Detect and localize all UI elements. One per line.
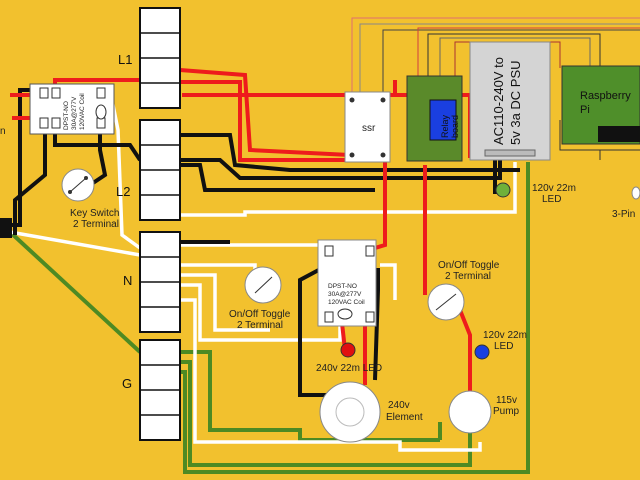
pump-label-2: Pump xyxy=(493,406,520,417)
pi-label-2: Pi xyxy=(580,104,590,116)
led-blue: 120v 22m LED xyxy=(474,330,527,360)
contactor-mid-line2: 30A@277V xyxy=(328,291,362,298)
key-switch: Key Switch 2 Terminal xyxy=(61,168,119,230)
key-switch-label-1: Key Switch xyxy=(70,208,119,219)
led-blue-label-1: 120v 22m xyxy=(483,330,527,341)
contactor-mid-line3: 120VAC Coil xyxy=(328,299,365,306)
contactor-left-line2: 30A@277V xyxy=(71,96,78,130)
element-240v: 240v Element xyxy=(319,381,423,443)
relay-board: Relayboard xyxy=(406,75,463,162)
power-plug xyxy=(0,218,12,238)
pump-115v: 115v Pump xyxy=(448,390,520,434)
led-green: 120v 22m LED xyxy=(495,182,576,205)
label-n: N xyxy=(123,273,132,288)
neutral-wires xyxy=(9,99,517,452)
label-g: G xyxy=(122,376,132,391)
edge-text-fragment: n xyxy=(0,126,6,137)
pump-label-1: 115v xyxy=(496,395,517,406)
led-blue-label-2: LED xyxy=(494,341,513,352)
ssr-label: ssr xyxy=(362,123,376,134)
element-label-1: 240v xyxy=(388,400,410,411)
key-switch-label-2: 2 Terminal xyxy=(73,219,119,230)
contactor-mid: DPST-NO 30A@277V 120VAC Coil xyxy=(317,239,377,327)
toggle-right-label-1: On/Off Toggle xyxy=(438,260,500,271)
contactor-left-line1: DPST-NO xyxy=(63,101,70,130)
contactor-left-line3: 120VAC Coil xyxy=(79,93,86,130)
three-pin-connector: 3-Pin xyxy=(612,186,640,220)
toggle-left-label-2: 2 Terminal xyxy=(237,320,283,331)
ground-wires xyxy=(8,162,530,474)
svg-text:DPST-NO 30A@277V 1: DPST-NO 30A@277V 120VAC Coil xyxy=(63,93,86,130)
three-pin-label: 3-Pin xyxy=(612,209,635,220)
contactor-left: DPST-NO 30A@277V 120VAC Coil xyxy=(29,83,115,135)
terminal-block-g xyxy=(139,339,181,441)
toggle-left-label-1: On/Off Toggle xyxy=(229,309,291,320)
ssr: ssr xyxy=(344,91,391,163)
terminal-block-l2 xyxy=(139,119,181,221)
label-l2: L2 xyxy=(116,184,130,199)
element-label-2: Element xyxy=(386,412,423,423)
toggle-right-label-2: 2 Terminal xyxy=(445,271,491,282)
l2-wires xyxy=(5,88,520,397)
led-red: 240v 22m LED xyxy=(316,342,382,374)
toggle-left: On/Off Toggle 2 Terminal xyxy=(229,266,291,331)
terminal-block-n xyxy=(139,231,181,333)
led-green-label-2: LED xyxy=(542,194,561,205)
label-l1: L1 xyxy=(118,52,132,67)
psu-label-1: AC110-240V to xyxy=(491,57,506,145)
contactor-mid-line1: DPST-NO xyxy=(328,283,357,290)
led-green-label-1: 120v 22m xyxy=(532,183,576,194)
led-red-label: 240v 22m LED xyxy=(316,363,382,374)
terminal-block-l1 xyxy=(139,7,181,109)
pi-label-1: Raspberry xyxy=(580,90,631,102)
toggle-right: On/Off Toggle 2 Terminal xyxy=(427,260,500,321)
signal-wires xyxy=(351,17,640,160)
psu-label-2: 5v 3a DC PSU xyxy=(508,60,523,145)
relay-board-label: Relayboard xyxy=(440,114,460,138)
raspberry-pi: Raspberry Pi xyxy=(561,65,640,145)
psu: AC110-240V to 5v 3a DC PSU xyxy=(469,41,551,161)
